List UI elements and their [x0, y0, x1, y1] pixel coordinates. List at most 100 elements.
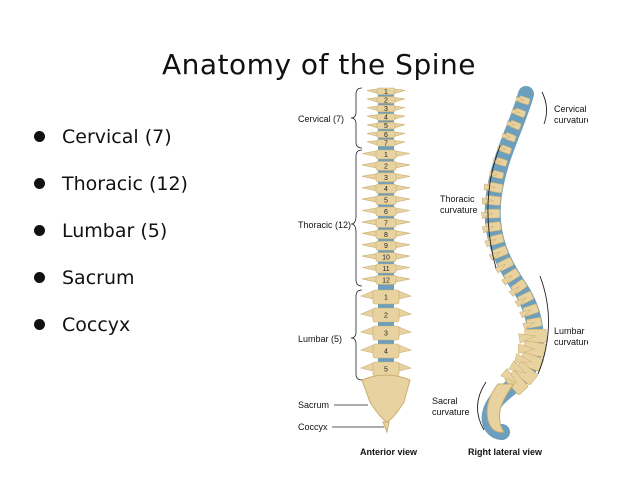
cervical-brace: [350, 87, 363, 149]
lateral-spinous-process: [514, 297, 527, 308]
cervical-vertebra-number: 6: [384, 132, 388, 139]
slide-title: Anatomy of the Spine: [162, 48, 476, 81]
lumbar-vertebra-number: 1: [384, 295, 388, 302]
thoracic-vertebra: [375, 195, 397, 205]
cervical-vertebra: [376, 122, 396, 130]
label-sacral-curvature-2: curvature: [432, 407, 470, 417]
label-cervical: Cervical (7): [298, 114, 344, 124]
lateral-view-caption: Right lateral view: [468, 447, 543, 457]
thoracic-vertebra: [375, 218, 397, 228]
thoracic-vertebra: [375, 206, 397, 217]
thoracic-vertebra: [375, 275, 397, 285]
cervical-vertebra: [376, 113, 396, 121]
cervical-curvature-arrow: [541, 91, 547, 125]
thoracic-vertebra: [375, 149, 397, 160]
label-lumbar-curvature-1: Lumbar: [554, 326, 585, 336]
thoracic-vertebra-number: 5: [384, 198, 388, 205]
lateral-spinous-process: [481, 211, 494, 219]
cervical-vertebra-number: 1: [384, 89, 388, 96]
cervical-vertebra-number: 5: [384, 123, 388, 130]
lateral-spinous-process: [494, 263, 507, 274]
label-sacrum: Sacrum: [298, 400, 329, 410]
bullet-thoracic: Thoracic (12): [34, 169, 188, 216]
sacral-curvature-arrow: [477, 381, 487, 431]
label-lumbar-curvature-2: curvature: [554, 337, 588, 347]
thoracic-vertebra-number: 7: [384, 220, 388, 227]
lumbar-vertebra-number: 5: [384, 367, 388, 374]
lumbar-vertebra-number: 2: [384, 313, 388, 320]
thoracic-vertebra-number: 6: [384, 209, 388, 216]
thoracic-vertebra: [375, 161, 397, 171]
bullet-sacrum: Sacrum: [34, 263, 188, 310]
lateral-spinous-process: [508, 360, 527, 374]
lateral-spinous-process: [500, 368, 518, 384]
thoracic-vertebra: [375, 263, 397, 274]
thoracic-vertebra-number: 12: [382, 277, 390, 284]
label-thoracic: Thoracic (12): [298, 220, 351, 230]
cervical-vertebra-number: 3: [384, 106, 388, 113]
thoracic-vertebra-number: 3: [384, 175, 388, 182]
thoracic-vertebra: [375, 252, 397, 262]
cervical-vertebra: [376, 104, 396, 113]
label-cervical-curvature-1: Cervical: [554, 104, 587, 114]
cervical-vertebra: [376, 139, 396, 147]
cervical-vertebra: [376, 130, 396, 138]
sacrum-bone: [361, 374, 411, 423]
lateral-spinous-process: [501, 132, 512, 139]
thoracic-vertebra-number: 1: [384, 152, 388, 159]
lumbar-vertebra-number: 4: [384, 349, 388, 356]
bullet-list: Cervical (7) Thoracic (12) Lumbar (5) Sa…: [34, 122, 188, 357]
label-lumbar: Lumbar (5): [298, 334, 342, 344]
lateral-spinous-process: [519, 309, 532, 319]
label-sacral-curvature-1: Sacral: [432, 396, 458, 406]
lateral-spinous-process: [506, 120, 517, 126]
thoracic-vertebra: [375, 229, 397, 240]
lateral-sacrum-bone: [486, 383, 516, 433]
thoracic-vertebra-number: 8: [384, 232, 388, 239]
bullet-coccyx: Coccyx: [34, 310, 188, 357]
label-cervical-curvature-2: curvature: [554, 115, 588, 125]
thoracic-vertebra-number: 11: [382, 266, 389, 273]
lumbar-curvature-arrow: [537, 275, 549, 375]
lumbar-vertebra-number: 3: [384, 331, 388, 338]
thoracic-vertebra-number: 10: [382, 255, 390, 262]
cervical-vertebra: [376, 96, 396, 104]
lateral-spinous-process: [511, 108, 521, 114]
thoracic-vertebra-number: 2: [384, 163, 388, 170]
label-coccyx: Coccyx: [298, 422, 328, 432]
thoracic-vertebra: [375, 183, 397, 194]
lateral-spinous-process: [501, 275, 513, 286]
bullet-lumbar: Lumbar (5): [34, 216, 188, 263]
lateral-spinous-process: [508, 286, 520, 297]
thoracic-curvature-arrow: [487, 145, 501, 269]
thoracic-brace: [350, 149, 363, 287]
thoracic-vertebra-number: 9: [384, 243, 388, 250]
lumbar-vertebra: [372, 289, 400, 305]
lumbar-vertebra: [372, 307, 400, 323]
lateral-spine: [481, 86, 547, 440]
cervical-vertebra: [376, 87, 396, 95]
lateral-spinous-process: [518, 333, 537, 344]
lateral-spinous-process: [517, 343, 536, 354]
bullet-cervical: Cervical (7): [34, 122, 188, 169]
lumbar-brace: [350, 289, 363, 381]
thoracic-vertebra-number: 4: [384, 186, 388, 193]
lateral-spinous-process: [488, 251, 501, 261]
cervical-vertebra-number: 7: [384, 140, 388, 147]
lateral-spinous-process: [522, 322, 536, 330]
coccyx-bone: [382, 421, 390, 434]
anterior-view-caption: Anterior view: [360, 447, 418, 457]
label-thoracic-curvature-2: curvature: [440, 205, 478, 215]
thoracic-vertebra: [375, 240, 397, 251]
lumbar-vertebra: [372, 343, 400, 359]
thoracic-vertebra: [375, 172, 397, 183]
lateral-spinous-process: [515, 96, 526, 102]
label-thoracic-curvature-1: Thoracic: [440, 194, 475, 204]
cervical-vertebra-number: 2: [384, 97, 388, 104]
lateral-vertebrae: [481, 95, 547, 395]
cervical-vertebra-number: 4: [384, 115, 388, 122]
lumbar-vertebra: [372, 325, 400, 341]
